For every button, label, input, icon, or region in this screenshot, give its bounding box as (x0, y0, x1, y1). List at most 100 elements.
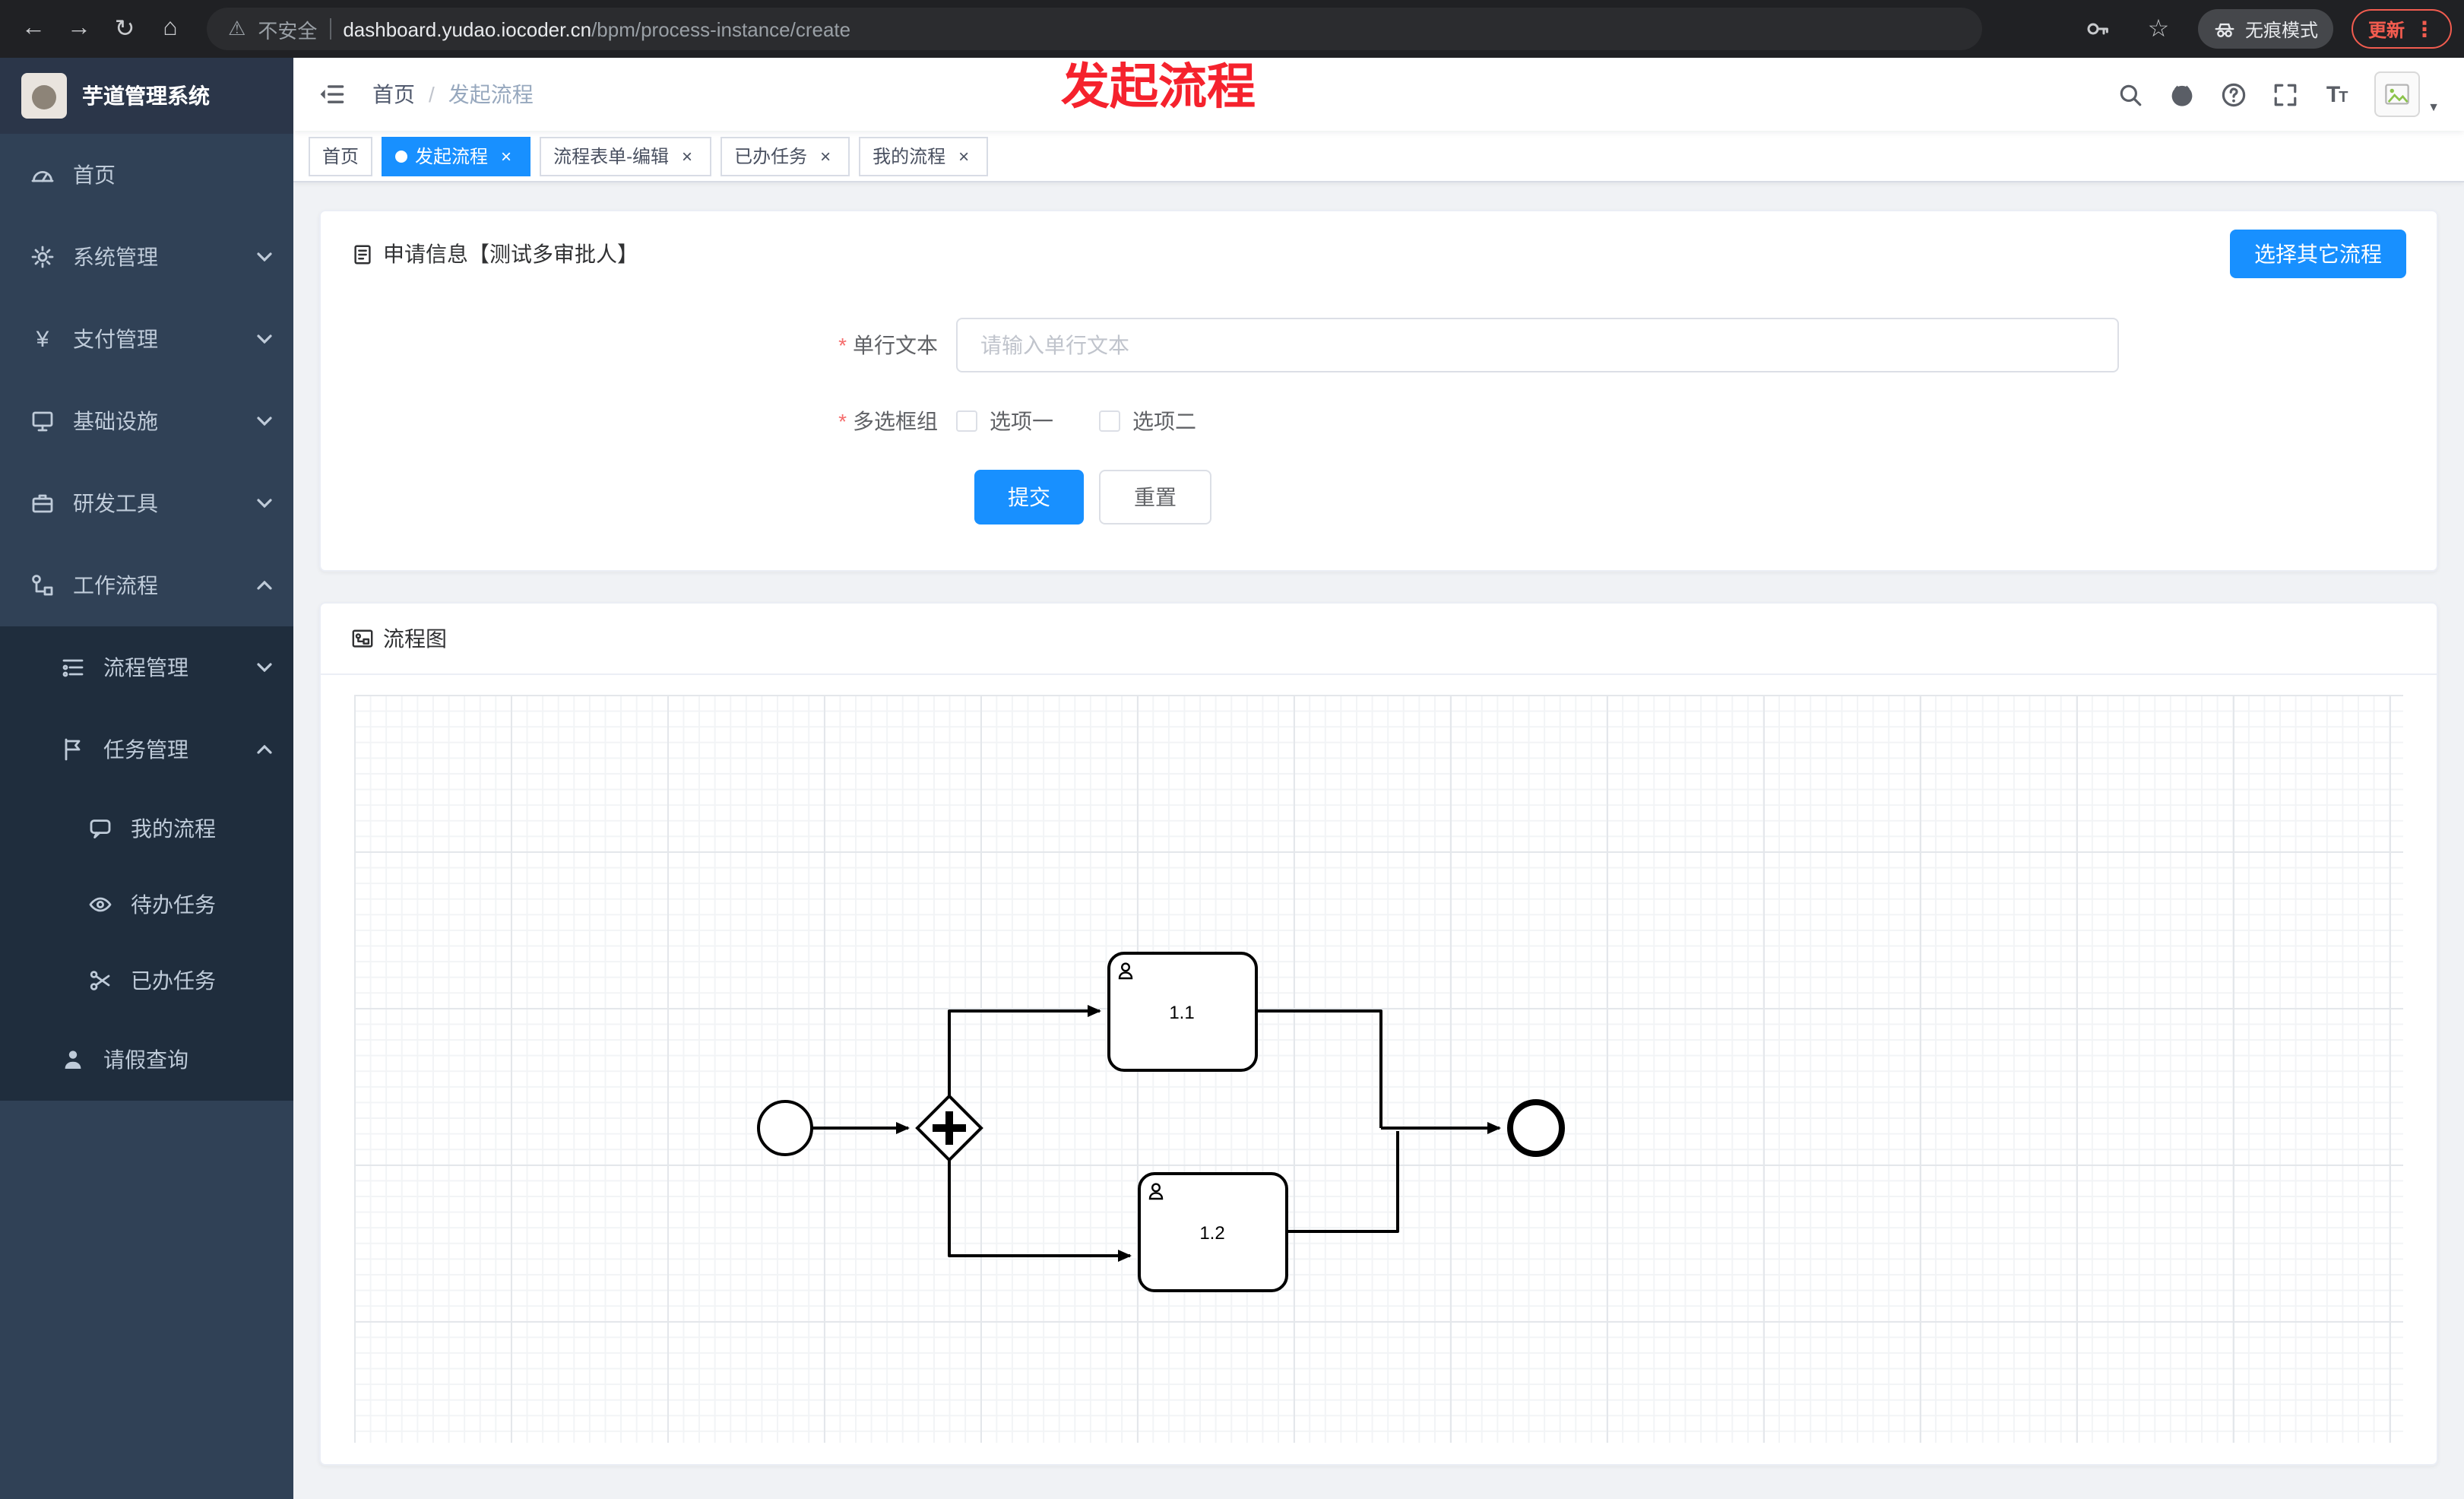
caret-down-icon: ▼ (2428, 100, 2440, 114)
bpmn-diagram: 1.1 1.2 (757, 952, 1565, 1292)
choose-other-process-button[interactable]: 选择其它流程 (2230, 230, 2406, 278)
flow-gateway-to-task2 (948, 1160, 1132, 1262)
sidebar-item-devtools[interactable]: 研发工具 (0, 462, 293, 544)
back-icon[interactable]: ← (21, 15, 46, 41)
checkbox-label: 选项一 (990, 409, 1053, 433)
omnibox-divider (329, 18, 331, 40)
main-area: 首页 / 发起流程 TT (293, 58, 2464, 1499)
address-bar[interactable]: ⚠ 不安全 dashboard.yudao.iocoder.cn/bpm/pro… (207, 8, 1982, 50)
checkbox-label: 选项二 (1132, 409, 1196, 433)
reset-button[interactable]: 重置 (1099, 470, 1211, 524)
tag-label: 首页 (322, 146, 359, 167)
help-icon[interactable] (2219, 81, 2247, 108)
close-icon[interactable] (496, 145, 517, 166)
chevron-up-icon (257, 578, 272, 593)
flowchart-icon (352, 629, 373, 647)
sidebar-item-payment[interactable]: ¥ 支付管理 (0, 298, 293, 380)
sidebar-item-label: 已办任务 (131, 968, 216, 993)
sidebar-item-system[interactable]: 系统管理 (0, 216, 293, 298)
close-icon[interactable] (953, 145, 974, 166)
url-host: dashboard.yudao.iocoder.cn (343, 17, 592, 40)
app-title: 芋道管理系统 (82, 84, 210, 108)
sidebar-item-home[interactable]: 首页 (0, 134, 293, 216)
single-text-input[interactable] (956, 318, 2119, 372)
avatar[interactable] (2374, 71, 2421, 117)
tag-my-process[interactable]: 我的流程 (859, 136, 989, 176)
close-icon[interactable] (676, 145, 698, 166)
monitor-icon (30, 409, 55, 433)
bpmn-canvas[interactable]: 1.1 1.2 (354, 695, 2403, 1443)
form-actions: 提交 重置 (974, 470, 2437, 524)
apply-info-title: 申请信息【测试多审批人】 (383, 242, 638, 266)
checkbox-option-2[interactable]: 选项二 (1099, 406, 1196, 436)
sidebar-item-label: 待办任务 (131, 892, 216, 917)
incognito-badge: 无痕模式 (2197, 9, 2333, 49)
field-label-text: 单行文本 (853, 333, 938, 357)
sidebar-item-todo-task[interactable]: 待办任务 (0, 867, 293, 943)
chevron-up-icon (257, 742, 272, 757)
bpmn-parallel-gateway (915, 1094, 983, 1162)
checkbox-group: 选项一 选项二 (956, 406, 1196, 436)
sidebar-item-my-process[interactable]: 我的流程 (0, 791, 293, 867)
sidebar-item-label: 基础设施 (73, 409, 158, 433)
annotation-title: 发起流程 (1061, 59, 1256, 114)
checkbox-option-1[interactable]: 选项一 (956, 406, 1053, 436)
browser-menu-icon[interactable]: ⋮ (2414, 16, 2435, 40)
sidebar-item-label: 研发工具 (73, 491, 158, 515)
checkbox-icon[interactable] (1099, 410, 1120, 432)
sidebar-item-label: 支付管理 (73, 327, 158, 351)
broken-image-icon (2385, 84, 2409, 105)
form-row-text: *单行文本 (321, 318, 2437, 372)
font-size-icon[interactable]: TT (2323, 81, 2350, 108)
sidebar-item-label: 请假查询 (103, 1047, 188, 1072)
breadcrumb-separator: / (429, 82, 435, 106)
breadcrumb: 首页 / 发起流程 (372, 79, 534, 109)
forward-icon[interactable]: → (67, 15, 91, 41)
tag-done-task[interactable]: 已办任务 (721, 136, 850, 176)
font-size-glyph: TT (2326, 81, 2348, 107)
tag-create-process[interactable]: 发起流程 (382, 136, 531, 176)
document-icon (354, 244, 371, 264)
sidebar-item-task-mgmt[interactable]: 任务管理 (0, 708, 293, 791)
apply-form: *单行文本 *多选框组 选项一 (321, 287, 2437, 570)
home-icon[interactable]: ⌂ (163, 15, 178, 41)
reload-icon[interactable]: ↻ (114, 17, 135, 43)
gear-icon (30, 245, 55, 269)
user-task-icon (1148, 1183, 1164, 1200)
fullscreen-icon[interactable] (2271, 81, 2298, 108)
task-label: 1.1 (1169, 1003, 1194, 1023)
security-label[interactable]: 不安全 (258, 19, 318, 42)
user-menu[interactable]: ▼ (2374, 71, 2440, 117)
sidebar-item-infra[interactable]: 基础设施 (0, 380, 293, 462)
github-icon[interactable] (2168, 81, 2195, 108)
url-text[interactable]: dashboard.yudao.iocoder.cn/bpm/process-i… (343, 17, 850, 40)
tag-form-edit[interactable]: 流程表单-编辑 (540, 136, 712, 176)
dashboard-icon (30, 163, 55, 187)
breadcrumb-home[interactable]: 首页 (372, 82, 415, 106)
sidebar-item-leave-query[interactable]: 请假查询 (0, 1019, 293, 1101)
sidebar-item-label: 首页 (73, 163, 116, 187)
field-label-text: 多选框组 (853, 409, 938, 433)
breadcrumb-current: 发起流程 (448, 82, 534, 106)
sidebar-toggle-icon[interactable] (318, 79, 348, 109)
chevron-down-icon (257, 249, 272, 265)
checkbox-icon[interactable] (956, 410, 977, 432)
tag-label: 已办任务 (734, 146, 808, 167)
sidebar-item-done-task[interactable]: 已办任务 (0, 943, 293, 1019)
update-button[interactable]: 更新 ⋮ (2351, 9, 2452, 49)
url-path: /bpm/process-instance/create (591, 17, 851, 40)
navbar-actions: TT ▼ (2116, 71, 2440, 117)
bookmark-star-icon[interactable]: ☆ (2147, 17, 2170, 43)
tag-home[interactable]: 首页 (309, 136, 373, 176)
sidebar-item-process-mgmt[interactable]: 流程管理 (0, 626, 293, 708)
sidebar-logo[interactable]: 芋道管理系统 (0, 58, 293, 134)
workflow-submenu: 流程管理 任务管理 我的流程 待办任务 已办 (0, 626, 293, 1101)
sidebar-item-workflow[interactable]: 工作流程 (0, 544, 293, 626)
tag-label: 发起流程 (415, 146, 489, 167)
key-icon[interactable] (2076, 8, 2119, 50)
close-icon[interactable] (815, 145, 836, 166)
apply-info-title-row: 申请信息【测试多审批人】 (351, 239, 638, 269)
search-icon[interactable] (2116, 81, 2143, 108)
submit-button[interactable]: 提交 (974, 470, 1084, 524)
